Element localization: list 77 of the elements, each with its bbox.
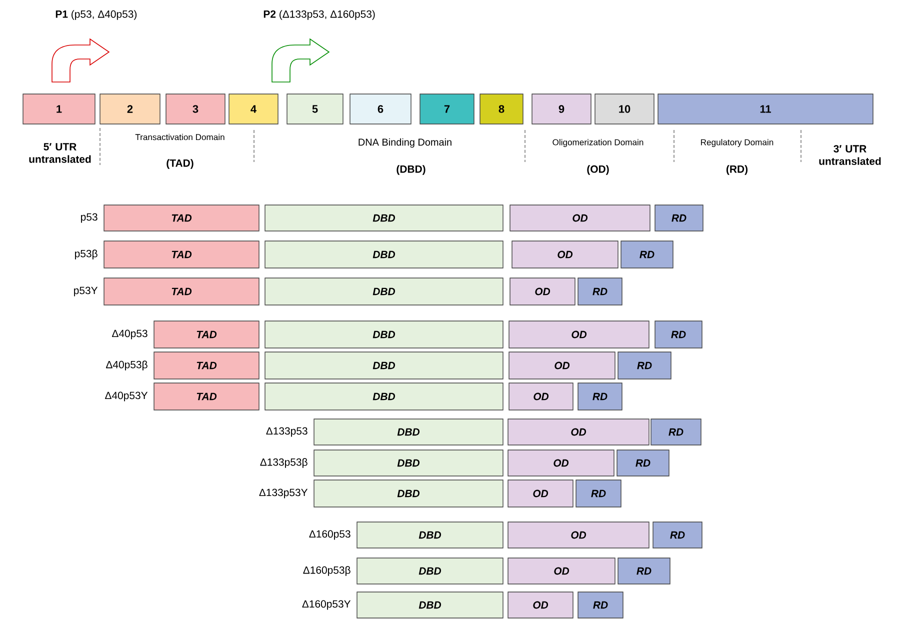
domain-bar: RD	[654, 320, 702, 348]
domain-bar: RD	[578, 278, 622, 306]
isoform-name: Δ160p53	[309, 530, 350, 540]
isoform-name: p53	[81, 213, 98, 223]
region-label: Transactivation Domain	[135, 134, 224, 140]
isoform-name: Δ40p53Y	[105, 392, 148, 402]
isoform-name: Δ133p53β	[260, 458, 308, 468]
domain-bar: DBD	[264, 320, 504, 348]
domain-bar: DBD	[264, 278, 504, 306]
domain-bar: DBD	[314, 480, 504, 508]
isoform-name: Δ133p53	[266, 427, 308, 437]
exon-box: 5	[286, 94, 344, 124]
domain-bar: OD	[508, 522, 650, 548]
domain-bar: OD	[508, 418, 650, 446]
exon-box: 8	[480, 94, 524, 124]
region-label: Regulatory Domain	[701, 139, 774, 147]
isoform-name: Δ160p53Y	[302, 600, 351, 610]
isoform-name: Δ40p53	[112, 330, 148, 340]
isoform-name: Δ133p53Y	[259, 488, 308, 498]
exon-box: 9	[532, 94, 592, 124]
domain-bar: RD	[620, 240, 674, 268]
domain-bar: TAD	[154, 352, 260, 380]
domain-bar: OD	[508, 450, 614, 476]
exon-box: 1	[22, 94, 96, 124]
domain-bar: RD	[618, 352, 672, 380]
domain-bar: RD	[650, 418, 702, 446]
domain-bar: TAD	[104, 278, 260, 306]
domain-bar: DBD	[314, 450, 504, 476]
domain-bar: TAD	[154, 382, 260, 410]
exon-box: 6	[350, 94, 412, 124]
region-label: (RD)	[726, 165, 748, 175]
isoform-name: Δ40p53β	[106, 360, 148, 370]
domain-bar: TAD	[104, 204, 260, 232]
region-label: Oligomerization Domain	[552, 139, 644, 147]
exon-box: 4	[228, 94, 278, 124]
exon-box: 11	[658, 94, 874, 124]
domain-bar: DBD	[264, 382, 504, 410]
region-label: (OD)	[587, 165, 609, 175]
region-label: 3′ UTR untranslated	[819, 145, 881, 165]
domain-bar: RD	[578, 382, 622, 410]
domain-bar: RD	[578, 592, 624, 618]
domain-bar: RD	[616, 450, 670, 476]
domain-bar: DBD	[314, 418, 504, 446]
exon-box: 3	[166, 94, 226, 124]
isoform-name: Δ160p53β	[303, 566, 350, 576]
promoter-label: P2 (Δ133p53, Δ160p53)	[264, 10, 375, 20]
exon-box: 2	[100, 94, 160, 124]
region-label: (TAD)	[166, 159, 194, 169]
exon-box: 10	[594, 94, 654, 124]
domain-bar: OD	[512, 240, 618, 268]
domain-bar: OD	[508, 592, 574, 618]
promoter-label: P1 (p53, Δ40p53)	[56, 10, 137, 20]
domain-bar: DBD	[356, 592, 504, 618]
isoform-name: p53β	[75, 250, 98, 260]
domain-bar: RD	[652, 522, 702, 548]
region-label: 5′ UTR untranslated	[29, 143, 91, 163]
domain-bar: DBD	[264, 352, 504, 380]
domain-bar: TAD	[104, 240, 260, 268]
domain-bar: OD	[508, 480, 574, 508]
region-label: (DBD)	[396, 165, 426, 175]
region-label: DNA Binding Domain	[358, 138, 452, 148]
domain-bar: TAD	[154, 320, 260, 348]
domain-bar: OD	[510, 278, 576, 306]
exon-box: 7	[420, 94, 474, 124]
domain-bar: DBD	[264, 240, 504, 268]
domain-bar: DBD	[264, 204, 504, 232]
domain-bar: DBD	[356, 522, 504, 548]
domain-bar: RD	[654, 204, 704, 232]
domain-bar: OD	[510, 204, 650, 232]
domain-bar: OD	[508, 382, 574, 410]
domain-bar: RD	[576, 480, 622, 508]
domain-bar: OD	[508, 558, 616, 584]
domain-bar: DBD	[356, 558, 504, 584]
domain-bar: OD	[508, 320, 650, 348]
isoform-name: p53Y	[74, 286, 98, 296]
domain-bar: RD	[618, 558, 670, 584]
domain-bar: OD	[508, 352, 616, 380]
